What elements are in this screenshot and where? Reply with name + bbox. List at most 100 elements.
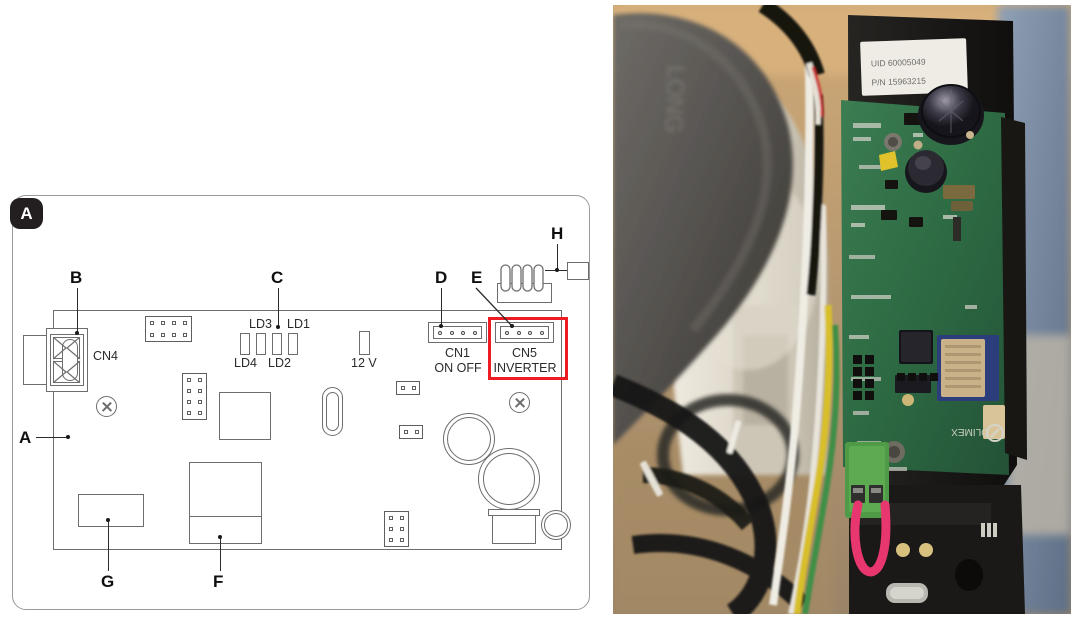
cn4-latch: [62, 339, 78, 381]
callout-e: E: [471, 268, 483, 287]
pin: [149, 321, 154, 325]
callout-d: D: [435, 268, 448, 287]
svg-text:LONG: LONG: [660, 65, 689, 134]
callout-h-line: [557, 244, 559, 270]
transformer-body: [189, 462, 262, 544]
pin: [186, 377, 191, 382]
pin: [403, 430, 408, 434]
pin: [198, 411, 203, 416]
oval-component-inner: [326, 392, 339, 431]
callout-e-line: [475, 287, 513, 327]
pin: [183, 321, 188, 325]
callout-b-line: [77, 288, 79, 333]
callout-f: F: [213, 572, 224, 591]
heatsink-cap: [488, 509, 540, 516]
relay-block: [219, 392, 271, 440]
callout-h-dot: [555, 268, 559, 272]
cn5-highlight-box: [488, 317, 568, 380]
pin: [388, 515, 393, 520]
callout-c-dot: [276, 325, 280, 329]
cn5-name: CN5: [511, 346, 537, 360]
connector-pin: [461, 330, 466, 335]
pin: [198, 400, 203, 405]
led-ld3: [256, 333, 266, 355]
coil-terminal-block: [567, 262, 589, 280]
small-block-g: [78, 494, 144, 527]
cn1-name: CN1: [444, 346, 470, 360]
pin: [160, 333, 165, 337]
pin-header-2x3-bottom: [384, 511, 409, 547]
callout-g: G: [101, 572, 115, 591]
pin: [186, 411, 191, 416]
connector-pin: [437, 330, 442, 335]
connector-pin: [504, 330, 509, 335]
led-ld4-label: LD4: [234, 356, 257, 370]
callout-c-line: [278, 288, 280, 327]
cn1-sub: ON OFF: [434, 361, 482, 375]
pin: [198, 388, 203, 393]
callout-f-dot: [218, 535, 222, 539]
callout-g-dot: [106, 518, 110, 522]
cn5-sub: INVERTER: [493, 361, 557, 375]
capacitor-large-1-inner: [447, 417, 491, 461]
cn4-x-marks: [53, 337, 81, 383]
pin: [400, 386, 405, 390]
screw-hole-right: [509, 392, 530, 413]
callout-a-dot: [66, 435, 70, 439]
led-ld3-label: LD3: [249, 317, 272, 331]
pin-header-2x1-upper: [396, 381, 420, 395]
pin: [388, 526, 393, 531]
callout-g-line: [108, 521, 110, 571]
connector-pin: [516, 330, 521, 335]
led-ld2-label: LD2: [268, 356, 291, 370]
pin: [400, 515, 405, 520]
fuse-12v: [359, 331, 370, 355]
screw-hole-left: [96, 396, 117, 417]
photo-label-line1: UID 60005049: [871, 57, 926, 69]
pin: [160, 321, 165, 325]
cn5-connector-pins: [500, 326, 549, 339]
cn1-connector-pins: [433, 326, 482, 339]
cn4-label: CN4: [93, 349, 119, 363]
pin: [411, 386, 416, 390]
callout-c: C: [271, 268, 284, 287]
callout-f-line: [220, 538, 222, 571]
pin: [186, 400, 191, 405]
pin-header-2x4-mid: [182, 373, 207, 420]
callout-b: B: [70, 268, 83, 287]
led-ld1: [288, 333, 298, 355]
panel-badge-a: A: [10, 198, 43, 229]
capacitor-small-inner: [544, 513, 568, 537]
pin-header-4x2-top: [145, 316, 192, 342]
connector-pin: [528, 330, 533, 335]
callout-h: H: [551, 224, 564, 243]
connector-pin: [473, 330, 478, 335]
fuse-12v-label: 12 V: [351, 356, 377, 370]
photo-label-line2: P/N 15963215: [871, 76, 926, 88]
pin: [149, 333, 154, 337]
pin: [388, 538, 393, 543]
led-ld2: [272, 333, 282, 355]
callout-a: A: [19, 428, 32, 447]
callout-e-dot: [510, 324, 514, 328]
pin: [172, 333, 177, 337]
callout-a-line: [36, 437, 69, 439]
callout-d-line: [441, 288, 443, 326]
pin: [400, 526, 405, 531]
pin: [198, 377, 203, 382]
connector-pin: [449, 330, 454, 335]
capacitor-large-2-inner: [483, 453, 535, 505]
pin: [400, 538, 405, 543]
pin-header-2x1-lower: [399, 425, 423, 439]
installation-photo: LONG: [613, 5, 1071, 614]
led-ld1-label: LD1: [287, 317, 310, 331]
pin: [414, 430, 419, 434]
pin: [183, 333, 188, 337]
pcb-silkscreen-text: OLIMEX: [951, 426, 989, 437]
led-ld4: [240, 333, 250, 355]
transformer-divider: [190, 516, 261, 518]
callout-d-dot: [439, 324, 443, 328]
callout-b-dot: [75, 331, 79, 335]
pin: [172, 321, 177, 325]
heatsink-block: [492, 513, 536, 544]
